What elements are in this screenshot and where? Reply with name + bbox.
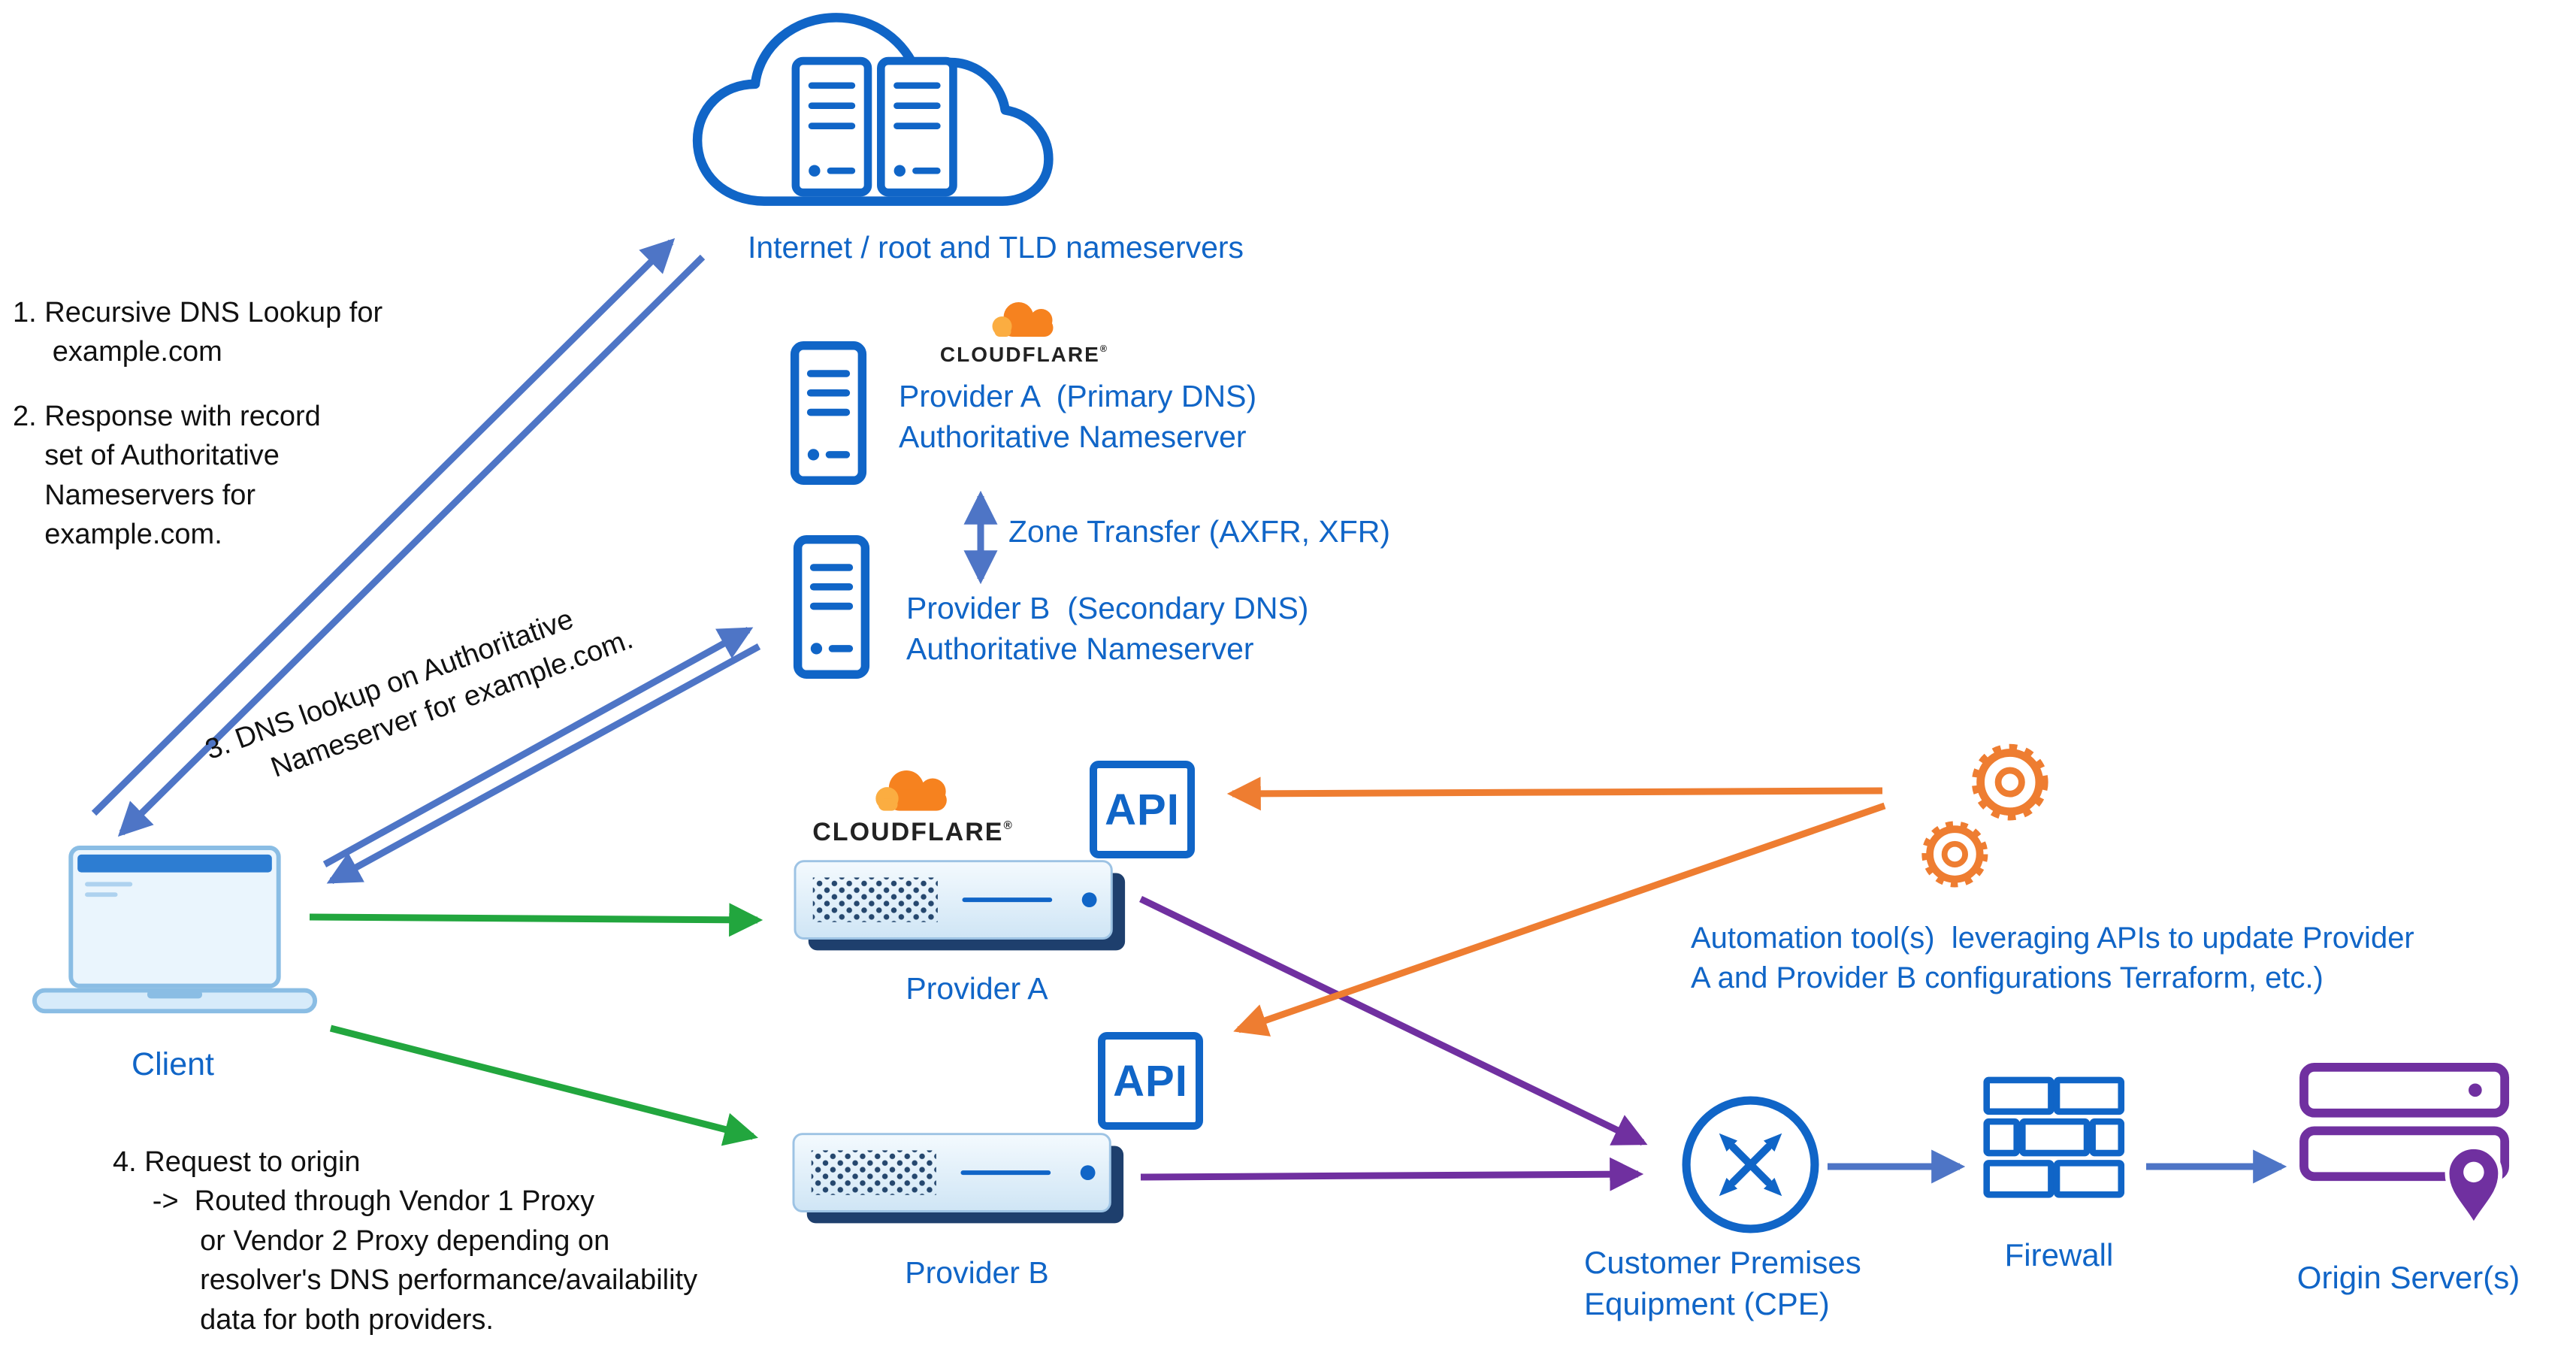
- step4-annotation: 4. Request to origin -> Routed through V…: [113, 1146, 698, 1336]
- provider-a-label: Provider A: [906, 971, 1048, 1006]
- cpe-label: Customer Premises Equipment (CPE): [1584, 1245, 1861, 1322]
- internet-cloud-icon: [692, 13, 1054, 206]
- cpe-router-icon: [1682, 1096, 1819, 1233]
- arrow-client-to-provider-b: [329, 1025, 758, 1146]
- cloudflare-wordmark: CLOUDFLARE: [939, 343, 1100, 366]
- gear-icon: [1921, 821, 1988, 888]
- firewall-label: Firewall: [2004, 1237, 2114, 1273]
- registered-mark: ®: [1099, 344, 1109, 355]
- rack-server-icon: [877, 56, 957, 197]
- zone-transfer-label: Zone Transfer (AXFR, XFR): [1008, 514, 1391, 549]
- api-box-provider-a: API: [1090, 761, 1195, 858]
- rack-server-icon: [791, 56, 872, 197]
- provider-b-nameserver-icon: [793, 535, 870, 679]
- automation-label: Automation tool(s) leveraging APIs to up…: [1691, 922, 2414, 994]
- firewall-icon: [1983, 1076, 2125, 1198]
- origin-label: Origin Server(s): [2296, 1260, 2520, 1295]
- arrow-provider-b-to-cpe: [1140, 1157, 1644, 1191]
- cloudflare-logo: CLOUDFLARE ®: [940, 298, 1107, 367]
- cloudflare-wordmark: CLOUDFLARE: [812, 818, 1004, 846]
- automation-gears-icon: [1921, 743, 2048, 888]
- arrow-recursive-response: [117, 254, 706, 837]
- arrow-provider-a-to-cpe: [1139, 895, 1648, 1146]
- cloudflare-cloud-icon: [992, 302, 1053, 337]
- cloudflare-cloud-icon: [875, 770, 947, 811]
- location-pin-icon: [2444, 1145, 2503, 1230]
- arrow-automation-to-api-a: [1226, 776, 1883, 811]
- origin-server-icon: [2299, 1062, 2510, 1230]
- arrow-authoritative-response: [326, 643, 761, 884]
- arrow-authoritative-lookup: [322, 627, 754, 867]
- api-label: API: [1113, 1056, 1188, 1106]
- arrow-recursive-lookup: [91, 238, 676, 816]
- api-box-provider-b: API: [1098, 1032, 1203, 1130]
- provider-a-nameserver-icon: [790, 341, 867, 485]
- step1-annotation: 1. Recursive DNS Lookup for example.com: [13, 297, 383, 368]
- client-laptop-icon: [32, 846, 318, 1014]
- provider-b-label: Provider B: [905, 1255, 1049, 1290]
- gear-icon: [1971, 743, 2048, 821]
- provider-b-nameserver-label: Provider B (Secondary DNS) Authoritative…: [906, 591, 1309, 667]
- cloudflare-logo: CLOUDFLARE ®: [800, 765, 1026, 847]
- internet-label: Internet / root and TLD nameservers: [747, 230, 1244, 265]
- registered-mark: ®: [1003, 819, 1014, 832]
- client-label: Client: [132, 1046, 214, 1082]
- step2-annotation: 2. Response with record set of Authorita…: [13, 401, 321, 551]
- api-label: API: [1105, 785, 1180, 834]
- provider-b-proxy-icon: [792, 1133, 1124, 1224]
- provider-a-nameserver-label: Provider A (Primary DNS) Authoritative N…: [899, 379, 1257, 455]
- provider-a-proxy-icon: [794, 860, 1126, 951]
- arrow-client-to-provider-a: [309, 903, 763, 937]
- arrow-automation-to-api-b: [1233, 802, 1886, 1037]
